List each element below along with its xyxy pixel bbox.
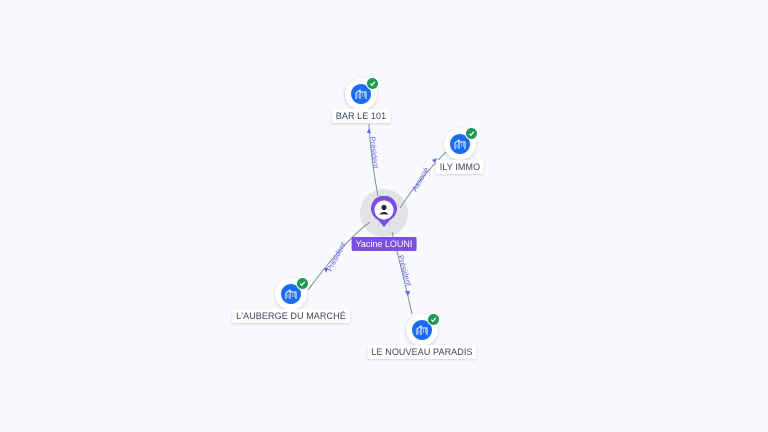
company-label-ily[interactable]: ILY IMMO	[435, 160, 485, 174]
verified-check-icon	[296, 277, 309, 290]
arrow-icon	[324, 268, 328, 273]
company-node-ily[interactable]	[444, 127, 478, 160]
arrow-icon	[367, 128, 371, 133]
verified-check-icon	[465, 127, 478, 140]
building-icon	[351, 84, 371, 104]
edge-label-paradis: Président	[396, 254, 414, 288]
edge-label-auberge: Président	[325, 240, 348, 273]
building-icon	[412, 320, 432, 340]
building-icon	[450, 134, 470, 154]
edge-label-bar: Président	[368, 136, 380, 169]
company-node-paradis[interactable]	[406, 313, 440, 346]
arrow-icon	[405, 291, 410, 296]
verified-check-icon	[366, 77, 379, 90]
person-icon	[371, 196, 397, 227]
company-node-auberge[interactable]	[275, 277, 309, 310]
person-label[interactable]: Yacine LOUNI	[351, 237, 417, 251]
company-node-bar[interactable]	[345, 77, 379, 110]
company-label-bar[interactable]: BAR LE 101	[331, 109, 391, 123]
verified-check-icon	[427, 313, 440, 326]
company-label-paradis[interactable]: LE NOUVEAU PARADIS	[367, 345, 477, 359]
building-icon	[281, 284, 301, 304]
person-node[interactable]	[360, 189, 408, 237]
edge-bar: Président	[367, 123, 380, 197]
edge-label-ily: Associé	[410, 166, 431, 193]
arrow-icon	[432, 158, 437, 163]
company-label-auberge[interactable]: L'AUBERGE DU MARCHÉ	[232, 309, 350, 323]
